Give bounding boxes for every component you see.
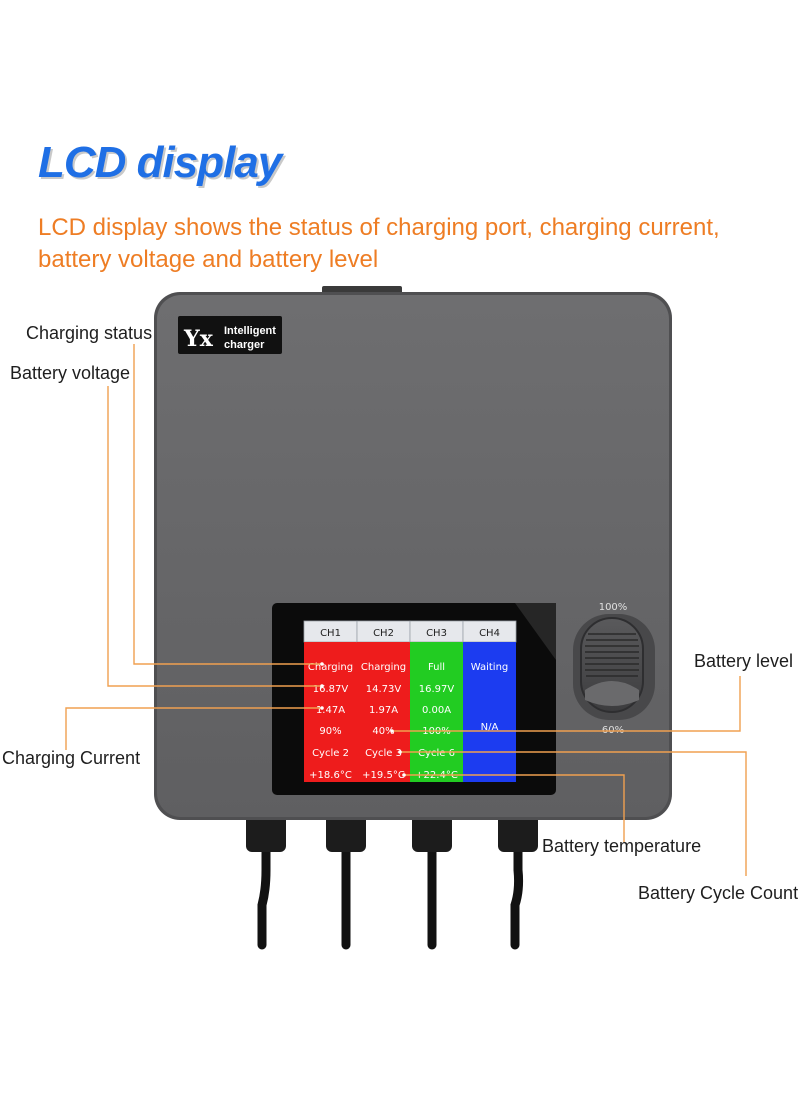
lcd-voltage-value: 14.73V [366,684,402,695]
lcd-channel-panel [410,642,463,782]
lcd-level-value: 40% [372,726,394,737]
lcd-temperature-value: +18.6°C [309,770,352,781]
page-title: LCD display [38,138,282,187]
lcd-channel-name: CH2 [373,628,394,639]
lcd-status-value: Waiting [471,662,509,673]
level-dial: 100% 60% [573,602,655,736]
lcd-level-value: N/A [481,722,499,733]
page-subtitle: LCD display shows the status of charging… [38,214,720,273]
callout-charging-current: Charging Current [2,748,141,768]
lcd-level-value: 90% [319,726,341,737]
lcd-temperature-value: +19.5°C [362,770,405,781]
lcd-current-value: 1.97A [369,705,398,716]
lcd-channel-name: CH3 [426,628,447,639]
lcd-cycle-value: Cycle 2 [312,748,349,759]
logo-mark: Yx [183,326,214,352]
lcd-current-value: 0.00A [422,705,451,716]
lcd-cycle-value: Cycle 6 [418,748,455,759]
logo-line2: charger [224,339,265,351]
callout-leader-lines [65,344,747,876]
callout-charging-status: Charging status [26,323,153,343]
lcd-cycle-value: Cycle 3 [365,748,402,759]
dial-top-label: 100% [599,602,628,613]
brand-logo: Yx Intelligent charger [178,316,282,354]
lcd-status-value: Charging [308,662,353,673]
callout-battery-level: Battery level [694,651,794,671]
callout-battery-cycle-count: Battery Cycle Count [638,883,799,903]
output-cables [257,845,524,950]
logo-line1: Intelligent [224,325,276,337]
lcd-channel-panel [357,642,410,782]
lcd-voltage-value: 16.97V [419,684,455,695]
lcd-channel-name: CH1 [320,628,341,639]
lcd-channel-name: CH4 [479,628,500,639]
callout-battery-voltage: Battery voltage [10,363,131,383]
callout-dots [320,662,406,777]
lcd-status-value: Full [428,662,445,673]
lcd-voltage-value: 16.87V [313,684,349,695]
lcd-status-value: Charging [361,662,406,673]
cable-plugs [246,812,538,852]
lcd-channel-panel [304,642,357,782]
lcd-channel-panel [463,642,516,782]
lcd-current-value: 1.47A [316,705,345,716]
callout-battery-temperature: Battery temperature [542,836,702,856]
